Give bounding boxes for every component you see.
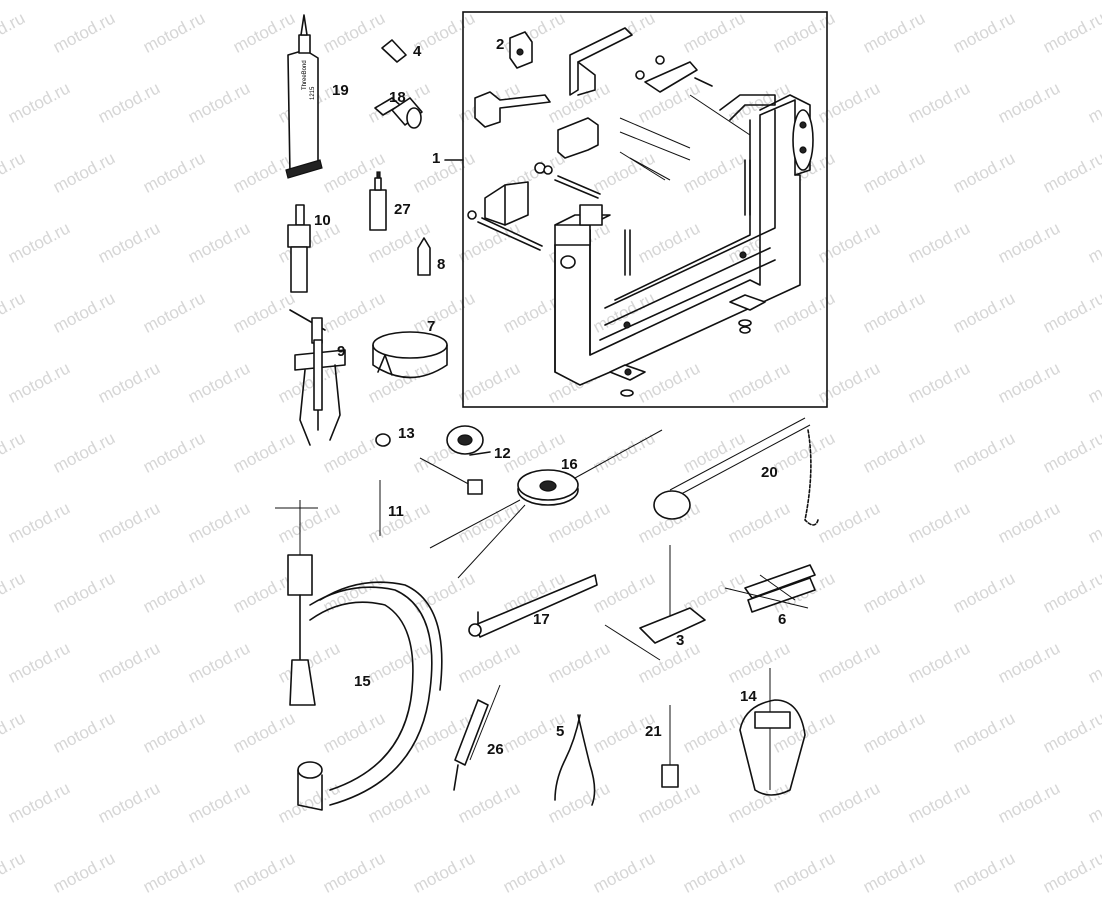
tube-code-text: 1215 (310, 86, 316, 100)
part-26-syringe (453, 684, 501, 791)
label-6: 6 (778, 611, 787, 628)
part-9-puller (289, 309, 346, 446)
label-27: 27 (394, 201, 411, 218)
part-17-wrench (468, 574, 598, 638)
watermark-text: motod.ru (500, 848, 569, 897)
label-18: 18 (389, 89, 406, 106)
watermark-text: motod.ru (140, 848, 209, 897)
watermark-text: motod.ru (320, 848, 389, 897)
label-13: 13 (398, 425, 415, 442)
label-21: 21 (645, 723, 662, 740)
diagram-drawing: ThreeBond 1215 (275, 11, 828, 811)
part-20-chain-wrench (653, 417, 819, 526)
watermark-text: motod.ru (590, 848, 659, 897)
part-16-holder (429, 429, 663, 579)
part-18-socket (374, 97, 423, 129)
label-7: 7 (427, 318, 436, 335)
watermark-text: motod.ru (50, 848, 119, 897)
part-14-puller (739, 668, 806, 796)
sealant-tube (285, 14, 323, 179)
part-15-c-clamp (275, 500, 443, 811)
part-4-cap (381, 39, 407, 63)
part-3-tool (604, 545, 706, 661)
watermark-text: motod.ru (770, 848, 839, 897)
label-15: 15 (354, 673, 371, 690)
label-2: 2 (496, 36, 505, 53)
label-9: 9 (337, 343, 346, 360)
part-6-puller (724, 564, 816, 613)
watermark-text: motod.ru (410, 848, 479, 897)
label-4: 4 (413, 43, 422, 60)
label-17: 17 (533, 611, 550, 628)
label-14: 14 (740, 688, 757, 705)
watermark-text: motod.ru (680, 848, 749, 897)
label-26: 26 (487, 741, 504, 758)
label-8: 8 (437, 256, 446, 273)
label-1: 1 (432, 150, 441, 167)
part-10-puller (287, 204, 311, 293)
label-20: 20 (761, 464, 778, 481)
tube-brand-text: ThreeBond (302, 60, 308, 90)
part-12-bearing-bolt (419, 425, 484, 495)
label-12: 12 (494, 445, 511, 462)
part-7-ring (372, 331, 448, 379)
part-21-shaft (661, 705, 679, 788)
label-5: 5 (556, 723, 565, 740)
watermark-text: motod.ru (950, 848, 1019, 897)
watermark-text: motod.ru (860, 848, 929, 897)
watermark-text: motod.ru (0, 848, 29, 897)
part-8-plug (417, 237, 431, 276)
label-19: 19 (332, 82, 349, 99)
label-10: 10 (314, 212, 331, 229)
part-27-bottle (369, 171, 387, 231)
label-11: 11 (388, 503, 404, 520)
part-5-pliers (554, 714, 596, 806)
parts-diagram: motod.ru motod.ru motod.ru motod.ru motod.ru… (0, 9, 1102, 897)
label-3: 3 (676, 632, 685, 649)
kit-frame-box (462, 11, 828, 408)
label-16: 16 (561, 456, 578, 473)
watermark-text: motod.ru (1040, 848, 1102, 897)
engine-stand (467, 27, 814, 397)
watermark-text: motod.ru (230, 848, 299, 897)
part-13-washer (375, 433, 391, 447)
